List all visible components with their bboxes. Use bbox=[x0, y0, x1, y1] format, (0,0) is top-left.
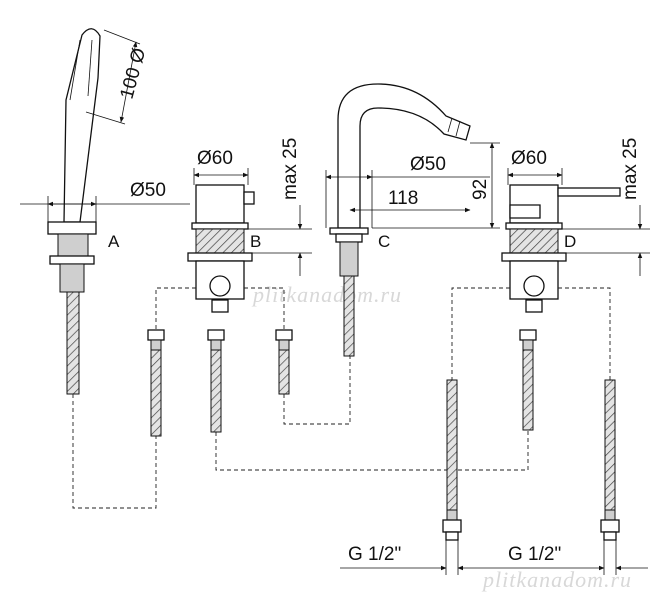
flex-hose-3 bbox=[275, 329, 293, 395]
dim-line-hand-bottom bbox=[85, 111, 126, 125]
dashed-connections bbox=[72, 287, 611, 509]
watermark-bottom: plitkanadom.ru bbox=[481, 567, 632, 592]
dim-spout-reach: 118 bbox=[388, 188, 418, 209]
dim-line-hand-top bbox=[103, 29, 141, 45]
spout-c bbox=[329, 83, 471, 357]
hand-shower-a bbox=[47, 28, 101, 395]
dim-handle-b-dia: Ø60 bbox=[197, 148, 233, 169]
dim-max-d: max 25 bbox=[620, 138, 641, 200]
handle-d bbox=[501, 184, 621, 313]
label-d: D bbox=[564, 232, 576, 251]
dim-thread-right: G 1/2" bbox=[508, 544, 561, 565]
label-c: C bbox=[378, 232, 390, 251]
dim-arrow-hand bbox=[119, 41, 138, 123]
dim-handle-d-dia: Ø60 bbox=[511, 148, 547, 169]
label-b: B bbox=[250, 232, 261, 251]
dim-spout-dia: Ø50 bbox=[410, 154, 446, 175]
label-a: A bbox=[108, 232, 120, 251]
dim-base-a-dia: Ø50 bbox=[130, 180, 166, 201]
dim-spout-height: 92 bbox=[470, 179, 491, 200]
flex-hose-2 bbox=[207, 329, 225, 433]
dim-hand-shower-dia: 100 Ø bbox=[117, 46, 151, 102]
watermark-top: plitkanadom.ru bbox=[251, 282, 402, 307]
handle-b bbox=[187, 184, 255, 313]
flex-hose-1 bbox=[147, 329, 165, 437]
supply-hose-right bbox=[600, 379, 620, 541]
supply-hose-left bbox=[442, 379, 462, 541]
flex-hose-4 bbox=[519, 329, 537, 431]
dim-max-b: max 25 bbox=[280, 138, 301, 200]
dim-thread-left: G 1/2" bbox=[348, 544, 401, 565]
